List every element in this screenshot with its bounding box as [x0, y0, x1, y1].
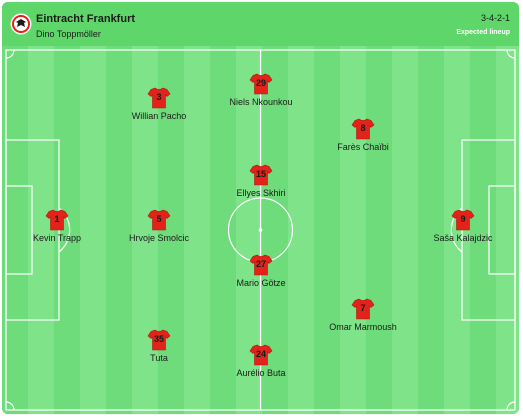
player-hrvoje-smolcic[interactable]: 5 Hrvoje Smolcic	[94, 208, 224, 243]
shirt-icon: 27	[249, 253, 273, 277]
shirt-number: 7	[360, 303, 366, 313]
corner-arc-br	[506, 401, 516, 411]
center-spot	[258, 228, 263, 232]
shirt-number: 9	[460, 214, 466, 224]
coach-name: Dino Toppmöller	[36, 29, 101, 39]
shirt-icon: 3	[147, 86, 171, 110]
lineup-type-label: Expected lineup	[456, 29, 510, 36]
player-kevin-trapp[interactable]: 1 Kevin Trapp	[2, 208, 122, 243]
corner-arc-tr	[506, 49, 516, 59]
player-willian-pacho[interactable]: 3 Willian Pacho	[94, 86, 224, 121]
player-name: Farès Chaïbi	[337, 142, 389, 152]
shirt-icon: 35	[147, 328, 171, 352]
shirt-number: 3	[156, 92, 162, 102]
player-name: Tuta	[150, 353, 168, 363]
corner-arc-tl	[5, 49, 15, 59]
shirt-icon: 9	[451, 208, 475, 232]
player-name: Aurélio Buta	[236, 368, 286, 378]
player-name: Willian Pacho	[131, 111, 187, 121]
player-name: Ellyes Skhiri	[236, 188, 286, 198]
shirt-icon: 24	[249, 343, 273, 367]
player-sasa-kalajdzic[interactable]: 9 Saša Kalajdzic	[398, 208, 519, 243]
shirt-number: 24	[255, 349, 266, 359]
player-name: Mario Götze	[236, 278, 286, 288]
shirt-icon: 1	[45, 208, 69, 232]
player-niels-nkounkou[interactable]: 29 Niels Nkounkou	[196, 72, 326, 107]
lineup-card: Eintracht Frankfurt Dino Toppmöller 3-4-…	[2, 2, 519, 414]
player-omar-marmoush[interactable]: 7 Omar Marmoush	[298, 297, 428, 332]
team-header: Eintracht Frankfurt Dino Toppmöller 3-4-…	[2, 2, 519, 46]
pitch: 1 Kevin Trapp 3 Willian Pacho 5 Hrvoje S…	[2, 46, 519, 414]
shirt-icon: 29	[249, 72, 273, 96]
player-name: Omar Marmoush	[329, 322, 397, 332]
shirt-number: 29	[255, 78, 266, 88]
shirt-number: 5	[156, 214, 162, 224]
corner-arc-bl	[5, 401, 15, 411]
formation-label: 3-4-2-1	[480, 13, 510, 23]
shirt-icon: 7	[351, 297, 375, 321]
pitch-markings	[2, 46, 519, 414]
shirt-number: 8	[360, 123, 366, 133]
left-goal-area	[5, 185, 33, 275]
shirt-number: 15	[255, 169, 266, 179]
player-name: Hrvoje Smolcic	[128, 233, 189, 243]
shirt-icon: 8	[351, 117, 375, 141]
team-name[interactable]: Eintracht Frankfurt	[36, 13, 136, 25]
shirt-number: 35	[153, 334, 164, 344]
player-name: Kevin Trapp	[32, 233, 82, 243]
player-name: Saša Kalajdzic	[433, 233, 493, 243]
shirt-icon: 5	[147, 208, 171, 232]
team-logo-icon[interactable]	[10, 13, 32, 35]
player-mario-gotze[interactable]: 27 Mario Götze	[196, 253, 326, 288]
player-aurelio-buta[interactable]: 24 Aurélio Buta	[196, 343, 326, 378]
player-name: Niels Nkounkou	[229, 97, 293, 107]
right-goal-area	[488, 185, 516, 275]
player-fares-chaibi[interactable]: 8 Farès Chaïbi	[298, 117, 428, 152]
player-tuta[interactable]: 35 Tuta	[94, 328, 224, 363]
player-ellyes-skhiri[interactable]: 15 Ellyes Skhiri	[196, 163, 326, 198]
shirt-number: 1	[54, 214, 60, 224]
shirt-number: 27	[255, 259, 266, 269]
shirt-icon: 15	[249, 163, 273, 187]
